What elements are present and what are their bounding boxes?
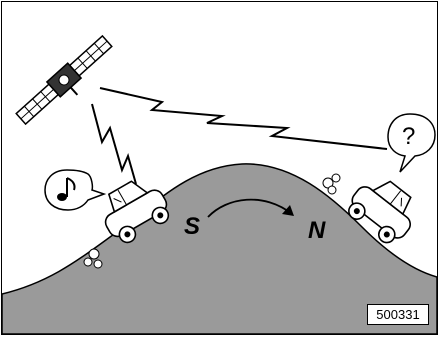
left-car-exhaust (83, 248, 103, 269)
question-mark: ? (402, 123, 415, 150)
direction-arrow (207, 198, 293, 218)
left-car (104, 180, 170, 244)
signal-to-left-car (91, 103, 137, 185)
south-label: S (184, 213, 200, 240)
right-car (348, 180, 412, 244)
signal-to-right (99, 87, 388, 150)
diagram-canvas: ? (2, 34, 437, 334)
north-label: N (308, 217, 326, 244)
direction-arrowhead (282, 205, 294, 216)
question-bubble-icon: ? (387, 113, 436, 173)
right-car-exhaust (322, 173, 341, 195)
figure-code: 500331 (367, 304, 429, 325)
satellite-icon (15, 34, 113, 126)
music-note-icon (44, 169, 107, 211)
